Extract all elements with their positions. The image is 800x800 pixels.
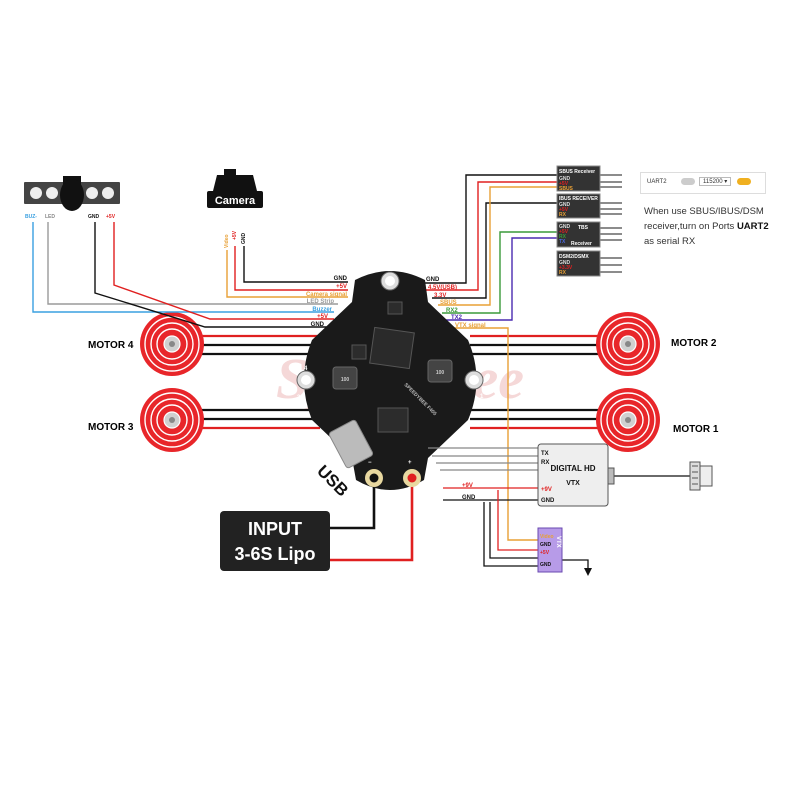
svg-text:SBUS: SBUS [559,186,574,192]
svg-text:Receiver: Receiver [571,241,592,247]
pin-label-right: 3.3V [434,293,446,299]
svg-text:RX: RX [559,212,567,218]
svg-text:TX: TX [541,451,549,457]
motor-4-label: MOTOR 4 [88,340,134,351]
motor-3-label: MOTOR 3 [88,422,134,433]
svg-text:Video: Video [540,534,554,540]
pin-label-right: GND [426,277,440,283]
uart2-baud-select[interactable]: 115200 ▾ [699,177,732,186]
svg-text:+5V: +5V [559,229,569,235]
led-pin-5v: +5V [106,214,116,220]
pin-label-left: Camera signal [306,292,347,298]
left-wires [32,222,348,328]
dsm-receiver: DSM2/DSMX GND +3.3V RX [556,250,601,277]
svg-text:+5V: +5V [559,181,569,187]
svg-text:+5V: +5V [540,550,550,556]
uart2-config-box: UART2 115200 ▾ [640,172,766,194]
battery-wires [330,482,414,562]
flight-controller-board: 100 100 SPEEDYBEE F405 3 4 2 1 − + [296,271,484,490]
uart2-toggle-off[interactable] [681,178,695,185]
pin-label-right: RX2 [446,308,458,314]
pin-label-left: Buzzer [312,307,332,313]
svg-text:−: − [368,460,372,466]
motor-2-label: MOTOR 2 [671,338,717,349]
svg-text:IBUS RECEIVER: IBUS RECEIVER [559,196,598,202]
led-buzzer-module [24,176,120,211]
analog-vtx: VTX Video GND +5V GND [537,527,592,576]
svg-text:RX: RX [559,234,567,240]
svg-text:GND: GND [559,176,571,182]
svg-text:+5V: +5V [559,207,569,213]
uart2-label: UART2 [647,179,667,185]
dvtx-wire-gnd: GND [462,495,476,501]
svg-text:DIGITAL HD: DIGITAL HD [550,464,595,473]
svg-text:GND: GND [540,562,552,568]
svg-text:GND: GND [559,224,571,230]
motor-2 [595,311,661,377]
svg-text:GND: GND [559,202,571,208]
uart2-note: When use SBUS/IBUS/DSM receiver,turn on … [644,206,769,247]
battery-line2: 3-6S Lipo [234,544,315,564]
camera-pin-video: Video [224,234,230,248]
motor-1 [595,387,661,453]
camera-pin-gnd: GND [241,233,247,245]
svg-text:GND: GND [540,542,552,548]
motor-wires [200,334,610,430]
camera-module: Camera [207,169,263,208]
sbus-receiver: SBUS Receiver GND +5V SBUS [556,165,601,192]
right-wires [425,174,622,541]
svg-text:4: 4 [304,366,308,372]
digital-hd-vtx: TX RX DIGITAL HD VTX +9V GND [537,443,615,507]
pin-label-left: GND [311,322,325,328]
pin-label-right: SBUS [440,300,457,306]
svg-text:3: 3 [297,395,301,401]
svg-text:SBUS Receiver: SBUS Receiver [559,169,595,175]
ibus-receiver: IBUS RECEIVER GND +5V RX [556,193,601,219]
uart2-serial-rx-toggle[interactable] [737,178,751,185]
motor-3 [139,387,205,453]
svg-text:GND: GND [541,498,555,504]
motor-1-label: MOTOR 1 [673,424,719,435]
pin-label-left: LED Strip [307,299,335,305]
led-pin-buz: BUZ- [25,214,37,220]
svg-text:100: 100 [436,370,445,376]
svg-text:VTX: VTX [555,536,561,548]
svg-text:2: 2 [480,366,484,372]
pin-label-left: GND [334,276,348,282]
svg-text:RX: RX [541,460,549,466]
svg-text:+: + [408,460,412,466]
motor-4 [139,311,205,377]
battery-input-box: INPUT 3-6S Lipo [220,511,330,571]
svg-text:DSM2/DSMX: DSM2/DSMX [559,254,589,260]
led-pin-gnd: GND [88,214,100,220]
dvtx-wire-9v: +9V [462,483,473,489]
svg-text:TBS: TBS [578,225,589,231]
pin-label-right: TX2 [451,315,463,321]
svg-text:TX: TX [559,239,566,245]
svg-text:GND: GND [559,260,571,266]
pin-label-right: VTX signal [455,323,486,329]
camera-pin-5v: +5V [232,230,238,240]
pin-label-right: 4.5V(USB) [428,285,457,291]
pin-label-left: +5V [336,284,347,290]
svg-text:100: 100 [341,377,350,383]
svg-text:+9V: +9V [541,487,552,493]
led-pin-led: LED [45,214,55,220]
pin-label-left: +5V [317,314,328,320]
tbs-receiver: TBS GND +5V RX TX Receiver [556,221,601,248]
camera-label: Camera [215,195,256,207]
battery-line1: INPUT [248,519,302,539]
svg-text:1: 1 [480,394,484,400]
svg-text:RX: RX [559,270,567,276]
vtx-wires [428,447,690,568]
svg-text:VTX: VTX [566,480,580,487]
digital-vtx-camera [689,461,713,491]
svg-text:+3.3V: +3.3V [559,265,573,271]
